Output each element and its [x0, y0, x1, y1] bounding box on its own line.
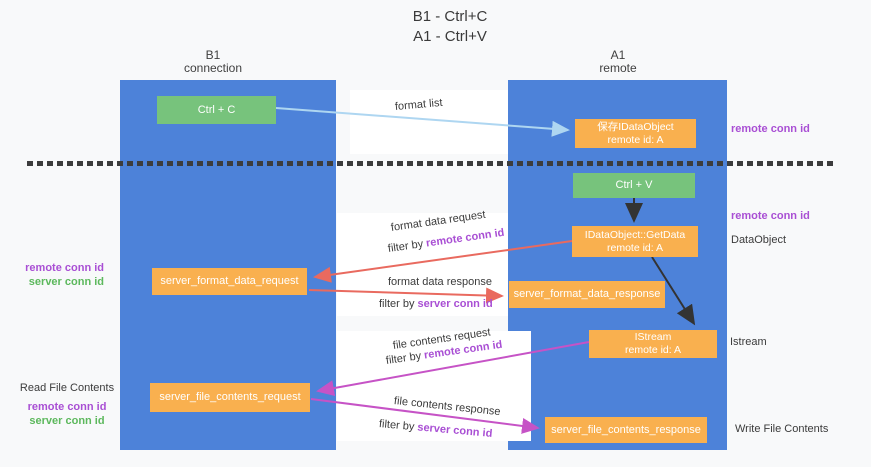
node-idataobject-getdata: IDataObject::GetData remote id: A — [572, 226, 698, 257]
label-server-conn-id-left: server conn id — [28, 276, 104, 288]
label-read-file-contents: Read File Contents — [19, 382, 115, 394]
label-remote-conn-id-left: remote conn id — [25, 262, 104, 274]
column-b1-name: B1 — [205, 48, 221, 62]
left-conn-id-block: remote conn id server conn id — [18, 261, 104, 289]
node-server-file-contents-response: server_file_contents_response — [545, 417, 707, 443]
server-conn-id-text: server conn id — [417, 298, 493, 310]
node-server-file-contents-request-label: server_file_contents_request — [159, 391, 301, 403]
column-header-a1: A1 remote — [538, 49, 698, 75]
title-line-2: A1 - Ctrl+V — [413, 28, 487, 45]
node-server-format-data-request-label: server_format_data_request — [160, 275, 299, 287]
label-remote-conn-id-top-right: remote conn id — [731, 123, 810, 135]
edge-label-filter-server-1: filter by server conn id — [379, 298, 493, 310]
node-server-file-contents-request: server_file_contents_request — [150, 383, 310, 412]
label-remote-conn-id-mid-right: remote conn id — [731, 210, 810, 222]
node-server-format-data-response-label: server_format_data_response — [513, 288, 661, 300]
node-idataobject-getdata-line1: IDataObject::GetData — [584, 228, 686, 241]
title-line-1: B1 - Ctrl+C — [412, 8, 488, 25]
read-file-contents-block: Read File Contents remote conn id server… — [16, 381, 118, 428]
phase-divider-dashed-line — [27, 161, 833, 166]
column-a1-name: A1 — [610, 48, 626, 62]
label-server-conn-id-left-bottom: server conn id — [29, 415, 105, 427]
node-ctrl-v: Ctrl + V — [573, 173, 695, 198]
node-idataobject-getdata-line2: remote id: A — [606, 241, 664, 254]
label-remote-conn-id-left-bottom: remote conn id — [27, 401, 107, 413]
edge-label-format-data-response: format data response — [388, 276, 492, 288]
label-write-file-contents: Write File Contents — [735, 423, 829, 435]
node-istream: IStream remote id: A — [589, 330, 717, 358]
node-istream-line1: IStream — [634, 331, 672, 343]
filter-by-text: filter by — [379, 298, 418, 310]
node-ctrl-c-label: Ctrl + C — [197, 103, 236, 116]
column-header-b1: B1 connection — [133, 49, 293, 75]
label-istream: Istream — [730, 336, 767, 348]
node-istream-line2: remote id: A — [624, 344, 682, 356]
node-save-idataobject-line2: remote id: A — [607, 133, 664, 146]
column-a1-subtitle: remote — [599, 61, 637, 75]
node-save-idataobject: 保存IDataObject remote id: A — [575, 119, 696, 148]
node-server-format-data-response: server_format_data_response — [509, 281, 665, 308]
diagram-title: B1 - Ctrl+C A1 - Ctrl+V — [300, 7, 600, 47]
node-server-format-data-request: server_format_data_request — [152, 268, 307, 295]
node-save-idataobject-line1: 保存IDataObject — [597, 120, 674, 133]
label-dataobject: DataObject — [731, 234, 787, 246]
node-ctrl-c: Ctrl + C — [157, 96, 276, 124]
node-ctrl-v-label: Ctrl + V — [615, 179, 653, 191]
column-b1-subtitle: connection — [183, 61, 243, 75]
node-server-file-contents-response-label: server_file_contents_response — [551, 423, 701, 436]
